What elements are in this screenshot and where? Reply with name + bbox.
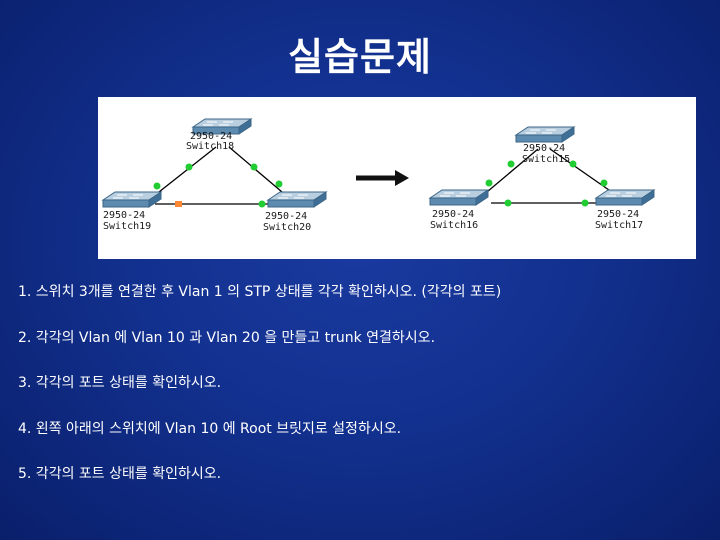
switch-16-name: Switch16 [430, 220, 478, 231]
arrow-head-icon [395, 170, 409, 186]
task-item: 3. 각각의 포트 상태를 확인하시오. [18, 375, 222, 391]
switch-18-name: Switch18 [186, 141, 234, 152]
task-item: 4. 왼쪽 아래의 스위치에 Vlan 10 에 Root 브릿지로 설정하시오… [18, 420, 402, 437]
port-up [504, 199, 512, 207]
task-item: 1. 스위치 3개를 연결한 후 Vlan 1 의 STP 상태를 각각 확인하… [18, 284, 502, 300]
link-15-16 [480, 148, 539, 198]
switch-19-icon [102, 191, 162, 208]
task-list: 1. 스위치 3개를 연결한 후 Vlan 1 의 STP 상태를 각각 확인하… [18, 283, 708, 511]
port-blocked [175, 201, 182, 207]
port-up [569, 160, 577, 168]
switch-17-icon [595, 189, 655, 206]
port-up [258, 200, 266, 208]
port-up [581, 199, 589, 207]
topology-svg: 2950-24 Switch18 2950-24 Switch19 2950-2… [102, 118, 655, 233]
switch-17-model: 2950-24 [597, 209, 639, 220]
port-up [507, 160, 515, 168]
slide-title: 실습문제 [288, 35, 432, 79]
switch-19-name: Switch19 [103, 221, 151, 232]
port-up [250, 163, 258, 171]
switch-16-icon [429, 189, 489, 206]
port-up [185, 163, 193, 171]
switch-15-icon [515, 126, 575, 143]
switch-20-model: 2950-24 [265, 211, 307, 222]
port-up [153, 182, 161, 190]
port-up [600, 179, 608, 187]
switch-20-icon [267, 191, 327, 208]
link-15-17 [549, 148, 620, 198]
switch-15-model: 2950-24 [523, 143, 565, 154]
switch-15-name: Switch15 [522, 154, 570, 165]
port-up [485, 179, 493, 187]
switch-18-model: 2950-24 [190, 131, 232, 142]
switch-16-model: 2950-24 [432, 209, 474, 220]
topology-diagram: 2950-24 Switch18 2950-24 Switch19 2950-2… [98, 97, 696, 259]
switch-17-name: Switch17 [595, 220, 643, 231]
task-item: 5. 각각의 포트 상태를 확인하시오. [18, 466, 222, 482]
port-up [275, 180, 283, 188]
task-item: 2. 각각의 Vlan 에 Vlan 10 과 Vlan 20 을 만들고 tr… [18, 329, 436, 346]
switch-19-model: 2950-24 [103, 210, 145, 221]
switch-20-name: Switch20 [263, 222, 311, 233]
